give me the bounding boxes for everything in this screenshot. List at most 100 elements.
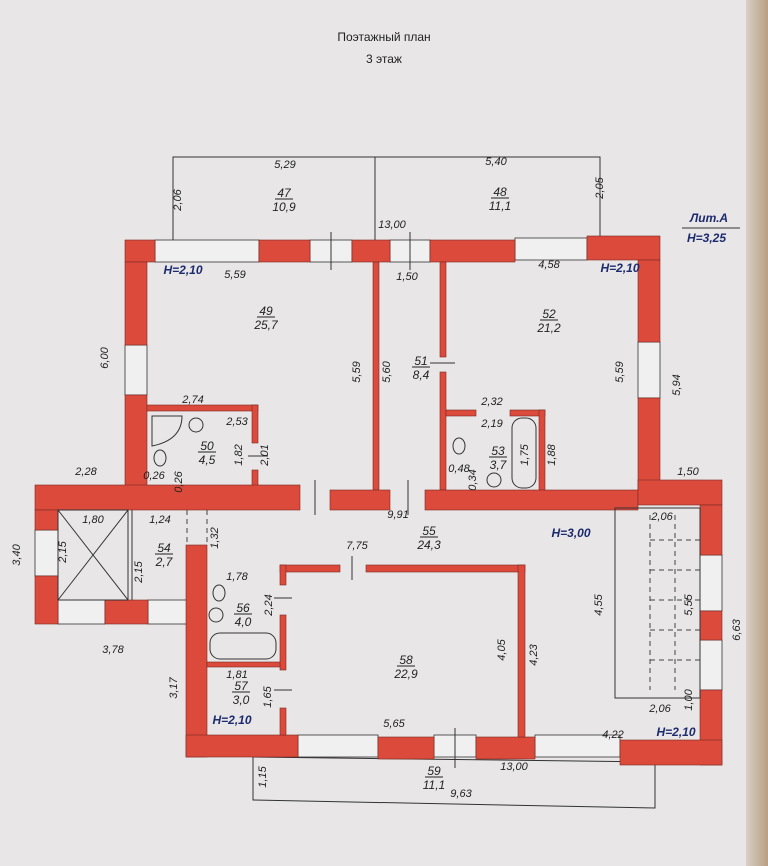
dimension-label: 3,40 — [11, 543, 23, 565]
room-number: 58 — [399, 653, 413, 667]
dimension-label: 2,06 — [172, 188, 184, 211]
balconies — [172, 156, 656, 809]
dimension-label: 5,40 — [485, 156, 507, 168]
elevator-shaft — [57, 509, 133, 601]
room-number: 49 — [259, 304, 273, 318]
dimension-label: 0,48 — [448, 463, 470, 475]
room-area: 3,0 — [233, 693, 250, 707]
sink-icon — [188, 417, 204, 433]
room-number: 57 — [234, 679, 249, 693]
dimension-label: 2,24 — [263, 594, 275, 616]
dimension-label: 0,26 — [143, 470, 165, 482]
toilet-icon — [212, 584, 226, 602]
plumbing-fixtures — [151, 415, 537, 660]
ceiling-height: H=2,10 — [163, 263, 202, 277]
dimension-label: 5,55 — [683, 593, 695, 615]
dimension-label: 1,82 — [233, 444, 245, 465]
dimension-label: 0,26 — [173, 470, 185, 492]
door-marks — [186, 232, 456, 768]
floor-label: 3 этаж — [366, 52, 402, 66]
dimension-label: 5,29 — [274, 159, 295, 171]
dimension-label: 5,65 — [383, 718, 405, 730]
dimension-label: 6,00 — [99, 346, 111, 368]
dimension-label: 4,05 — [496, 638, 508, 660]
dimension-label: 2,74 — [181, 394, 203, 406]
building-height: H=3,25 — [687, 231, 726, 245]
toilet-icon — [452, 437, 466, 455]
dimension-label: 2,28 — [74, 466, 97, 478]
room-area: 11,1 — [489, 199, 511, 213]
dimension-label: 2,06 — [648, 703, 671, 715]
dimension-label: 3,78 — [102, 644, 124, 656]
dimension-label: 2,32 — [480, 396, 502, 408]
room-area: 4,0 — [235, 615, 252, 629]
room-number: 55 — [422, 524, 436, 538]
dimension-label: 9,63 — [450, 788, 472, 800]
dimension-label: 13,00 — [378, 219, 406, 231]
room-number: 54 — [157, 541, 171, 555]
dimension-label: 5,59 — [351, 361, 363, 382]
dimension-label: 0,34 — [467, 469, 479, 490]
dimension-label: 7,75 — [346, 540, 368, 552]
room-number: 56 — [236, 601, 250, 615]
walls — [34, 235, 723, 766]
dimension-label: 2,15 — [133, 560, 145, 583]
dimension-label: 2,01 — [259, 444, 271, 466]
room-area: 4,5 — [199, 453, 216, 467]
dimension-label: 1,32 — [209, 527, 221, 548]
dimension-label: 2,05 — [594, 176, 606, 199]
room-area: 24,3 — [416, 538, 441, 552]
room-number: 50 — [200, 439, 214, 453]
dimension-label: 4,58 — [538, 259, 560, 271]
labels: 4710,94811,14925,7504,5518,45221,2533,75… — [11, 156, 743, 800]
dimension-label: 1,15 — [257, 765, 269, 787]
dimension-label: 4,23 — [528, 643, 540, 665]
room-number: 48 — [493, 185, 507, 199]
dimension-label: 5,94 — [671, 374, 683, 395]
room-area: 21,2 — [536, 321, 561, 335]
room-number: 47 — [277, 186, 292, 200]
dimension-label: 1,88 — [546, 443, 558, 465]
dimension-label: 6,63 — [731, 618, 743, 640]
bathtub-icon — [511, 417, 537, 489]
toilet-icon — [153, 449, 167, 467]
stairs — [614, 507, 701, 699]
room-area: 2,7 — [155, 555, 174, 569]
ceiling-height: H=2,10 — [212, 713, 251, 727]
dimension-label: 5,59 — [224, 269, 245, 281]
dimension-label: 1,78 — [226, 571, 248, 583]
dimension-label: 9,91 — [387, 509, 408, 521]
dimension-label: 5,59 — [614, 361, 626, 382]
paper-edge — [746, 0, 768, 866]
ceiling-height: H=2,10 — [600, 261, 639, 275]
ceiling-height: H=3,00 — [551, 526, 590, 540]
room-number: 51 — [414, 354, 427, 368]
dimension-label: 1,65 — [262, 685, 274, 707]
dimension-label: 1,75 — [519, 443, 531, 465]
dimension-label: 4,55 — [593, 593, 605, 615]
dimension-label: 2,06 — [650, 511, 673, 523]
room-area: 11,1 — [423, 778, 445, 792]
dimension-label: 2,53 — [225, 416, 248, 428]
dimension-label: 2,15 — [57, 540, 69, 563]
building-letter: Лит.А — [689, 211, 728, 225]
plan-title: Поэтажный план — [337, 30, 431, 44]
bathtub-icon — [209, 632, 277, 660]
dimension-label: 1,00 — [683, 688, 695, 710]
dimension-label: 1,81 — [226, 669, 247, 681]
room-area: 10,9 — [272, 200, 296, 214]
room-area: 25,7 — [253, 318, 279, 332]
dimension-label: 1,50 — [677, 466, 699, 478]
dimension-label: 1,24 — [149, 514, 170, 526]
room-number: 59 — [427, 764, 441, 778]
dimension-label: 3,17 — [168, 676, 180, 698]
sink-icon — [486, 472, 502, 488]
dimension-label: 1,50 — [396, 271, 418, 283]
room-area: 8,4 — [413, 368, 430, 382]
shower-icon — [151, 415, 183, 447]
ceiling-height: H=2,10 — [656, 725, 695, 739]
sink-icon — [208, 607, 224, 623]
room-number: 53 — [491, 444, 505, 458]
dimension-label: 13,00 — [500, 761, 528, 773]
dimension-label: 2,19 — [480, 418, 502, 430]
